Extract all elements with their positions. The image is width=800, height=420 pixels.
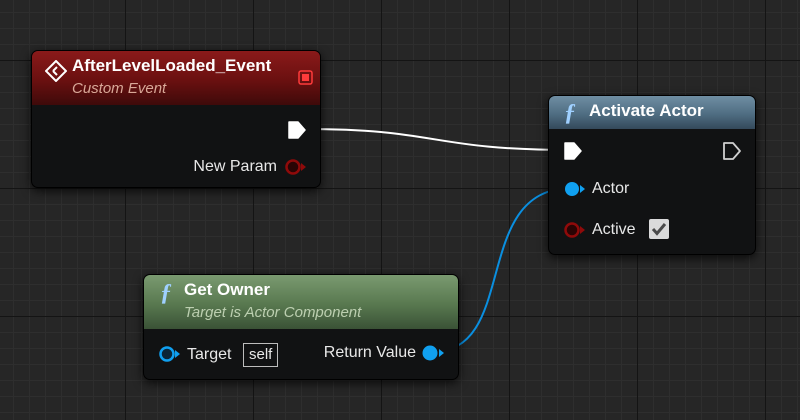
node-header[interactable]: ƒ Activate Actor bbox=[549, 96, 755, 129]
exec-in-pin[interactable] bbox=[563, 141, 583, 161]
activate-actor-node[interactable]: ƒ Activate Actor Actor Active bbox=[548, 95, 756, 255]
exec-out-pin[interactable] bbox=[722, 141, 742, 161]
get-owner-node[interactable]: ƒ Get Owner Target is Actor Component Ta… bbox=[143, 274, 459, 380]
event-diamond-icon bbox=[45, 60, 67, 82]
custom-event-node[interactable]: AfterLevelLoaded_Event Custom Event New … bbox=[31, 50, 321, 188]
node-title: Activate Actor bbox=[589, 101, 704, 120]
node-header[interactable]: ƒ Get Owner Target is Actor Component bbox=[144, 275, 458, 329]
target-label: Target bbox=[187, 346, 232, 363]
checkmark-icon bbox=[651, 223, 667, 236]
target-default-field[interactable]: self bbox=[243, 343, 279, 367]
exec-out-pin[interactable] bbox=[287, 120, 307, 140]
return-value-out-pin[interactable] bbox=[420, 342, 446, 364]
node-title: AfterLevelLoaded_Event bbox=[72, 56, 272, 75]
target-in-pin[interactable] bbox=[158, 344, 182, 364]
exec-wire[interactable] bbox=[304, 128, 573, 151]
node-header[interactable]: AfterLevelLoaded_Event Custom Event bbox=[32, 51, 320, 105]
node-subtitle: Custom Event bbox=[72, 80, 167, 97]
actor-label: Actor bbox=[592, 180, 630, 197]
function-icon: ƒ bbox=[564, 100, 576, 126]
return-value-label: Return Value bbox=[323, 344, 416, 361]
param-label: New Param bbox=[193, 158, 277, 175]
actor-wire[interactable] bbox=[431, 187, 573, 353]
active-in-pin[interactable] bbox=[563, 220, 587, 240]
active-checkbox[interactable] bbox=[649, 219, 669, 239]
node-title: Get Owner bbox=[184, 280, 270, 299]
output-delegate-icon[interactable] bbox=[298, 70, 313, 85]
actor-in-pin[interactable] bbox=[563, 179, 587, 199]
bool-out-pin[interactable] bbox=[284, 157, 308, 177]
active-label: Active bbox=[592, 221, 636, 238]
function-icon: ƒ bbox=[160, 280, 172, 306]
node-subtitle: Target is Actor Component bbox=[184, 304, 362, 321]
